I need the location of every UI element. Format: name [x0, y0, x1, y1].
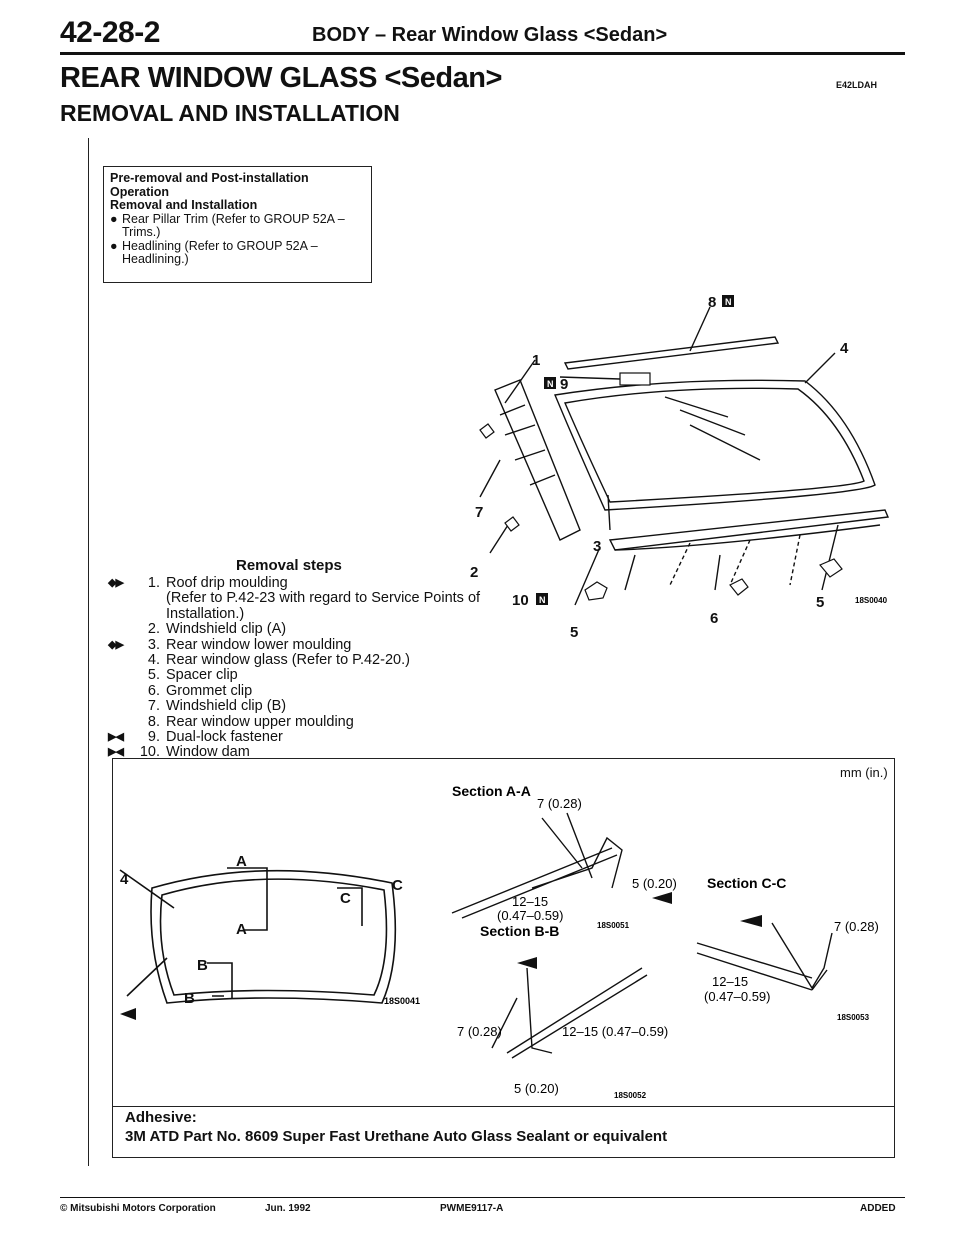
- section-diagrams: 4 A A C C B B 18S0041 Section A-A 7 (0.2…: [119, 783, 879, 1100]
- adhesive-text: 3M ATD Part No. 8609 Super Fast Urethane…: [125, 1128, 668, 1145]
- callout-2: 2: [470, 564, 478, 581]
- sealant-n-icon: [536, 593, 548, 605]
- removal-installation-heading: Removal and Installation: [110, 198, 258, 212]
- upper-moulding-shape: [563, 336, 780, 370]
- removal-step: ◆▶3.Rear window lower moulding: [108, 636, 352, 653]
- removal-step: ▶◀10.Window dam: [108, 744, 250, 761]
- callout-3: 3: [593, 538, 601, 555]
- document-title: REAR WINDOW GLASS <Sedan>: [60, 62, 502, 94]
- section-marker-a2: A: [236, 921, 247, 938]
- section-marker-c: C: [340, 890, 351, 907]
- footer-date: Jun. 1992: [265, 1203, 311, 1214]
- adhesive-gun-icon: [120, 1008, 136, 1020]
- callout-10: 10: [512, 592, 529, 609]
- dim-c-12: 12–15: [712, 974, 748, 989]
- removal-step: 2.Windshield clip (A): [147, 621, 287, 638]
- callout-8: 8: [708, 294, 716, 311]
- figure-code: 18S0053: [837, 1013, 870, 1022]
- dim-c-7: 7 (0.28): [834, 919, 879, 934]
- dim-a-12: 12–15: [512, 894, 548, 909]
- pre-removal-item: ●Headlining (Refer to GROUP 52A – Headli…: [110, 238, 318, 266]
- dim-b-7: 7 (0.28): [457, 1024, 502, 1039]
- section-marker-c2: C: [392, 877, 403, 894]
- footer-status: ADDED: [860, 1203, 896, 1214]
- grommet-clip-shape: [584, 581, 608, 601]
- section-a-title: Section A-A: [452, 783, 531, 799]
- svg-text:N: N: [547, 379, 554, 389]
- svg-text:N: N: [539, 595, 546, 605]
- section-c-title: Section C-C: [707, 875, 786, 891]
- callout-9: 9: [560, 376, 568, 393]
- dim-c-12in: (0.47–0.59): [704, 989, 771, 1004]
- adhesive-heading: Adhesive:: [125, 1109, 197, 1126]
- pre-removal-heading: Pre-removal and Post-installation Operat…: [110, 171, 309, 199]
- callout-5: 5: [570, 624, 578, 641]
- callout-5b: 5: [816, 594, 824, 611]
- removal-step: 5.Spacer clip: [147, 667, 238, 684]
- footer-rule: [60, 1197, 905, 1198]
- removal-steps-list: ◆▶1.Roof drip moulding (Refer to P.42-23…: [108, 575, 496, 761]
- sealant-n-icon: [722, 295, 734, 307]
- figure-code: 18S0040: [855, 596, 888, 605]
- removal-step: 8.Rear window upper moulding: [147, 713, 354, 730]
- dim-b-12: 12–15 (0.47–0.59): [562, 1024, 668, 1039]
- footer-copyright: © Mitsubishi Motors Corporation: [60, 1203, 216, 1214]
- pre-removal-box: Pre-removal and Post-installation Operat…: [103, 166, 372, 283]
- rear-glass-shape: [554, 379, 876, 511]
- removal-step: 7.Windshield clip (B): [147, 698, 287, 715]
- section-marker-b: B: [197, 957, 208, 974]
- removal-steps-heading: Removal steps: [236, 557, 342, 574]
- header-rule: [60, 52, 905, 55]
- dim-a-5: 5 (0.20): [632, 876, 677, 891]
- units-label: mm (in.): [840, 765, 888, 780]
- dim-a-7: 7 (0.28): [537, 796, 582, 811]
- section-marker-a: A: [236, 853, 247, 870]
- document-code: E42LDAH: [836, 80, 878, 90]
- pre-removal-item: ●Rear Pillar Trim (Refer to GROUP 52A – …: [110, 211, 345, 239]
- dim-b-5: 5 (0.20): [514, 1081, 559, 1096]
- svg-text:N: N: [725, 297, 732, 307]
- section-marker-b2: B: [184, 990, 195, 1007]
- removal-step: ▶◀9.Dual-lock fastener: [108, 729, 283, 746]
- removal-step: 4.Rear window glass (Refer to P.42-20.): [147, 652, 410, 669]
- margin-rule: [88, 138, 89, 1166]
- figure-code: 18S0051: [597, 921, 630, 930]
- dim-a-12in: (0.47–0.59): [497, 908, 564, 923]
- figure-code: 18S0041: [384, 996, 420, 1006]
- exploded-diagram: 1 2 3 4 5 5 6 7 8 9 10 N N N 18S0040: [470, 294, 890, 641]
- section-b-title: Section B-B: [480, 923, 559, 939]
- page-number: 42-28-2: [60, 16, 160, 49]
- document-subtitle: REMOVAL AND INSTALLATION: [60, 100, 400, 126]
- removal-step: 6.Grommet clip: [147, 682, 253, 699]
- callout-7: 7: [475, 504, 483, 521]
- sealant-n-icon: [544, 377, 556, 389]
- callout-6: 6: [710, 610, 718, 627]
- removal-step: ◆▶1.Roof drip moulding: [108, 575, 288, 591]
- section-box: [112, 758, 895, 1158]
- glass-outline: [150, 869, 397, 1004]
- glass-callout-4: 4: [120, 871, 129, 888]
- spacer-clip-shape: [729, 578, 749, 596]
- figure-code: 18S0052: [614, 1091, 647, 1100]
- footer-code: PWME9117-A: [440, 1203, 504, 1214]
- callout-4: 4: [840, 340, 849, 357]
- callout-1: 1: [532, 352, 540, 369]
- removal-step-note: (Refer to P.42-23 with regard to Service…: [166, 590, 481, 622]
- adhesive-rule: [112, 1106, 895, 1107]
- header-title: BODY – Rear Window Glass <Sedan>: [312, 24, 668, 46]
